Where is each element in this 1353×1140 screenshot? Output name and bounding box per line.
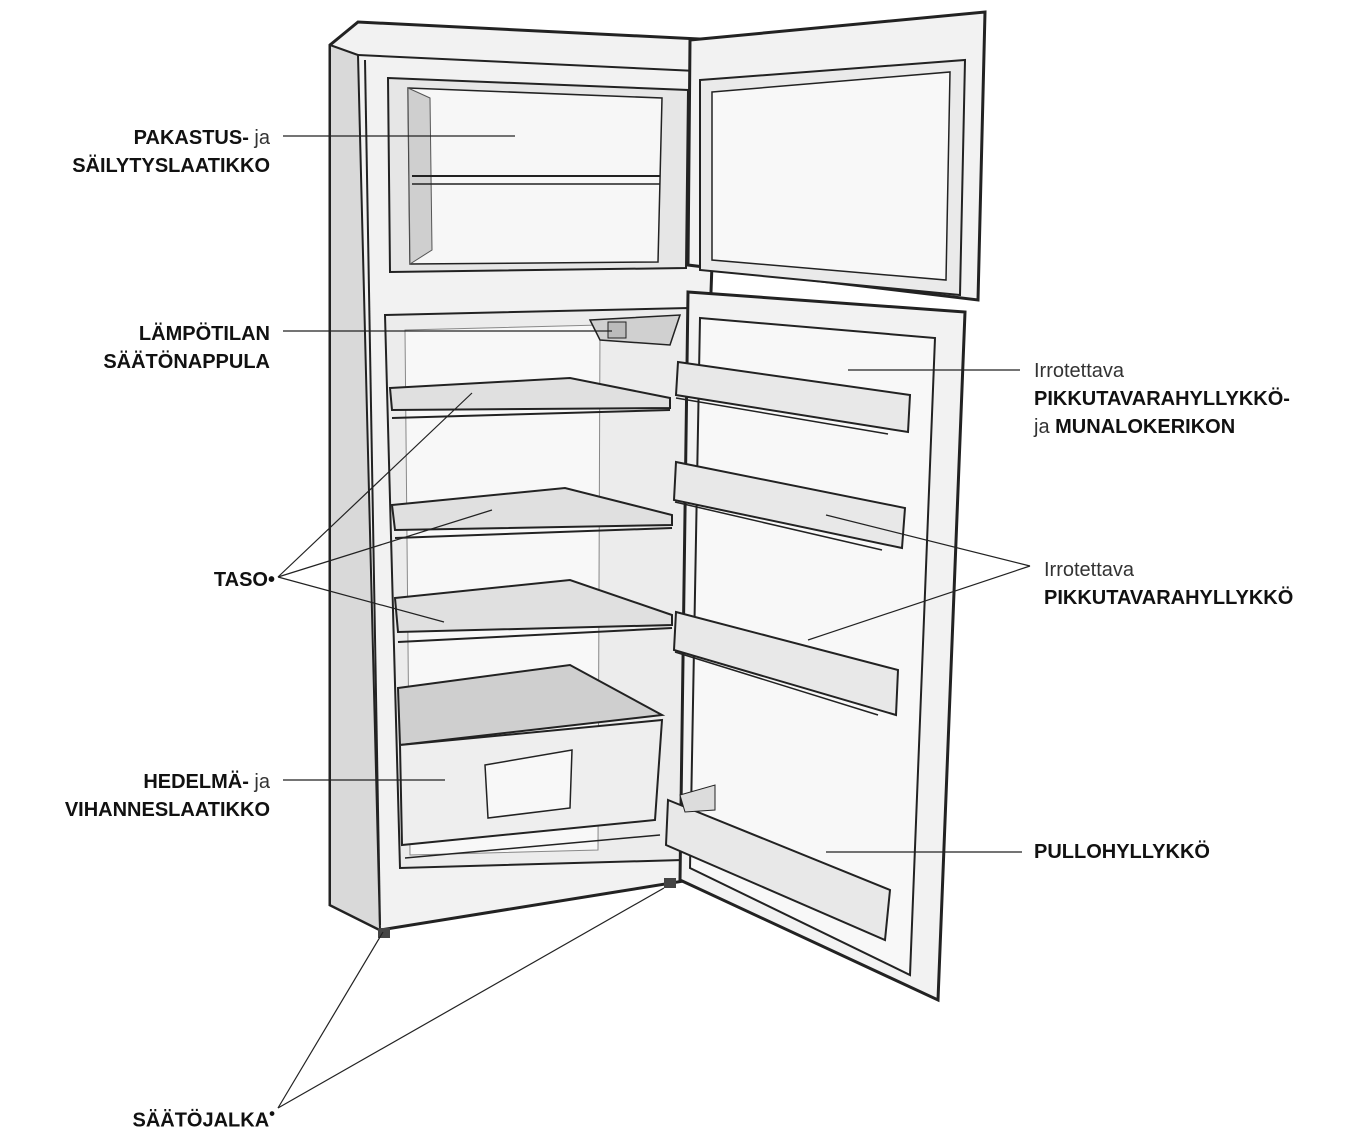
- label-freezer-drawer: PAKASTUS- ja SÄILYTYSLAATIKKO: [20, 124, 270, 180]
- label-crisper-ja: ja: [254, 771, 270, 793]
- label-door-middle: Irrotettava PIKKUTAVARAHYLLYKKÖ: [1044, 556, 1349, 612]
- label-shelf-marker: •: [267, 569, 275, 591]
- label-door-upper: Irrotettava PIKKUTAVARAHYLLYKKÖ- ja MUNA…: [1034, 357, 1349, 441]
- label-crisper: HEDELMÄ- ja VIHANNESLAATIKKO: [0, 768, 270, 824]
- crisper-drawer: [396, 663, 666, 859]
- label-thermostat-line1: LÄMPÖTILAN: [138, 323, 270, 345]
- door-shelf-middle: [672, 460, 907, 551]
- label-freezer-line1: PAKASTUS-: [133, 127, 249, 149]
- adjustable-foot-left: [378, 928, 390, 938]
- adjustable-foot-right: [664, 878, 676, 888]
- label-bottle-shelf: PULLOHYLLYKKÖ: [1034, 838, 1334, 866]
- label-freezer-line2: SÄILYTYSLAATIKKO: [72, 155, 270, 177]
- thermostat-knob: [607, 321, 627, 339]
- label-thermostat-line2: SÄÄTÖNAPPULA: [103, 351, 270, 373]
- label-foot-text: SÄÄTÖJALKA: [132, 1109, 270, 1132]
- label-shelf: TASO•: [20, 566, 275, 594]
- door-shelf-lower: [672, 610, 900, 717]
- label-thermostat: LÄMPÖTILAN SÄÄTÖNAPPULA: [20, 320, 270, 376]
- label-door-upper-prefix: Irrotettava: [1034, 360, 1125, 382]
- door-shelf-egg: [674, 360, 912, 435]
- label-door-mid-line2: PIKKUTAVARAHYLLYKKÖ: [1044, 587, 1294, 609]
- label-shelf-text: TASO: [213, 569, 268, 591]
- door-shelf-bottle: [664, 784, 892, 942]
- label-foot: SÄÄTÖJALKA•: [20, 1100, 275, 1135]
- leader-lines: [277, 135, 1031, 1109]
- label-bottle-shelf-text: PULLOHYLLYKKÖ: [1034, 841, 1210, 863]
- label-crisper-line1: HEDELMÄ-: [143, 771, 249, 793]
- label-door-upper-line3: MUNALOKERIKON: [1055, 416, 1236, 438]
- label-foot-marker: •: [269, 1104, 275, 1123]
- label-freezer-ja: ja: [254, 127, 270, 149]
- freezer-door: [686, 10, 987, 302]
- label-crisper-line2: VIHANNESLAATIKKO: [64, 799, 270, 821]
- freezer-compartment: [386, 76, 690, 274]
- shelf-1: [388, 376, 671, 419]
- label-door-mid-prefix: Irrotettava: [1044, 559, 1135, 581]
- label-door-upper-line2: PIKKUTAVARAHYLLYKKÖ-: [1034, 388, 1290, 410]
- label-door-upper-ja: ja: [1034, 416, 1050, 438]
- shelf-3: [393, 578, 673, 643]
